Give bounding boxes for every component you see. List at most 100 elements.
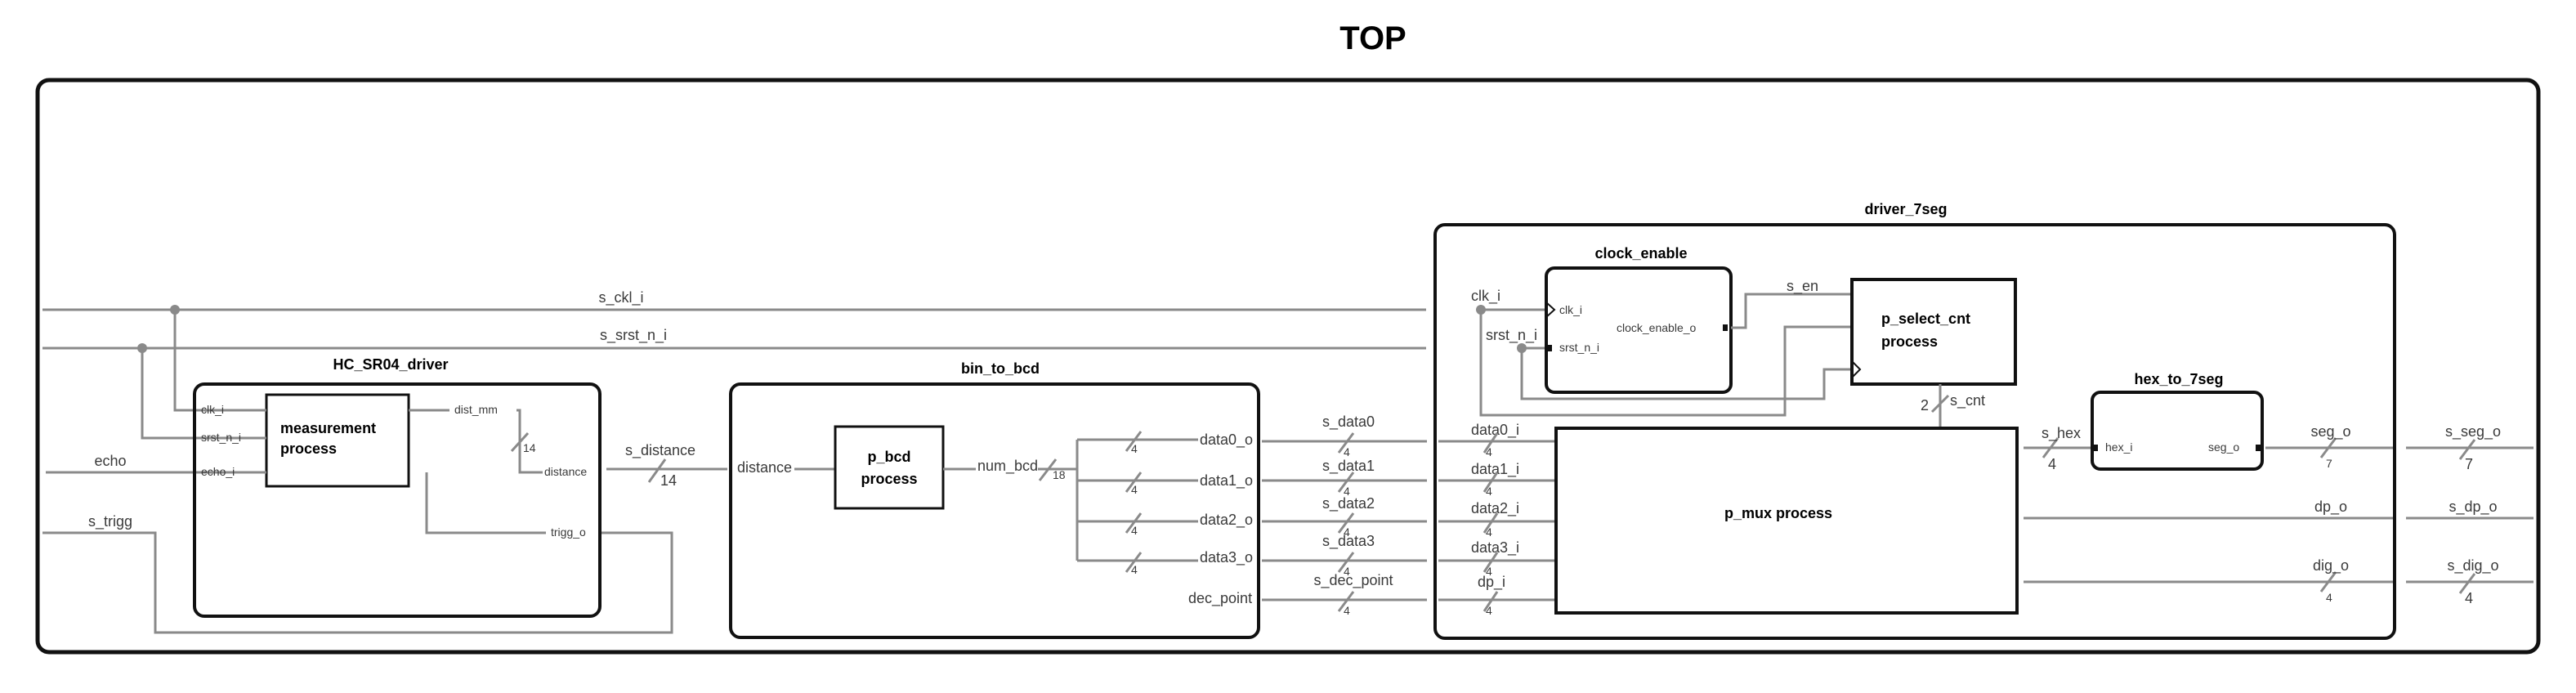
driver-in-width-0: 4: [1486, 445, 1492, 458]
driver-in-width-1: 4: [1486, 485, 1492, 498]
s-data1-width: 4: [1344, 485, 1350, 498]
s-data0-width: 4: [1344, 445, 1350, 458]
s-hex-width: 4: [2048, 456, 2056, 472]
trigg-net: s_trigg: [42, 472, 673, 634]
driver-dig-width: 4: [2326, 591, 2332, 604]
p-bcd-process-box: [834, 425, 945, 510]
hc-sr04-frame: [193, 382, 602, 618]
p-bcd-line2: process: [861, 471, 917, 487]
bcd-port-distance: distance: [737, 459, 792, 476]
hc-port-dist-mm: dist_mm: [454, 403, 498, 416]
ce-port-out: clock_enable_o: [1617, 321, 1697, 334]
bcd-width-0: 4: [1131, 442, 1138, 455]
hc-dist-width: 14: [523, 441, 536, 454]
echo-net: echo: [46, 453, 262, 474]
top-out-seg-width: 7: [2465, 456, 2473, 472]
hc-sr04-block: HC_SR04_driver measurement process clk_i…: [193, 356, 602, 618]
driver-in-data3: data3_i: [1471, 539, 1519, 557]
p-bcd-line1: p_bcd: [867, 449, 910, 465]
driver-in-data2: data2_i: [1471, 500, 1519, 517]
top-outputs: s_seg_o 7 s_dp_o s_dig_o 4: [2406, 423, 2534, 606]
hc-port-echo: echo_i: [201, 465, 235, 478]
p-select-cnt-box: [1850, 278, 2017, 386]
bcd-width-3: 4: [1131, 563, 1138, 576]
ce-port-clk: clk_i: [1559, 303, 1582, 316]
hex-to-7seg-frame: [2091, 391, 2264, 471]
driver-in-dp: dp_i: [1478, 574, 1505, 591]
diagram-title: TOP: [1339, 20, 1407, 56]
driver-in-width-4: 4: [1486, 604, 1492, 617]
top-out-dp: s_dp_o: [2449, 499, 2497, 516]
bcd-width-2: 4: [1131, 524, 1138, 537]
driver-port-srst: srst_n_i: [1486, 327, 1537, 344]
bin-to-bcd-frame: [729, 382, 1260, 639]
bcd-out-dec-point: dec_point: [1188, 590, 1252, 607]
s-data3-label: s_data3: [1322, 533, 1375, 550]
s-data1-label: s_data1: [1322, 458, 1375, 475]
s-data2-label: s_data2: [1322, 495, 1375, 512]
measurement-process-box: [265, 393, 410, 488]
driver-out-dp: dp_o: [2314, 499, 2347, 516]
driver-port-clk: clk_i: [1471, 288, 1500, 305]
distance-net: s_distance 14: [606, 442, 727, 489]
hc-port-distance: distance: [544, 465, 587, 478]
reset-signal-label: s_srst_n_i: [600, 327, 667, 344]
hc-port-clk: clk_i: [201, 403, 224, 416]
hex-port-in: hex_i: [2105, 440, 2132, 454]
hex-port-out: seg_o: [2208, 440, 2239, 454]
top-out-dig-width: 4: [2465, 590, 2473, 606]
num-bcd-width: 18: [1053, 468, 1066, 481]
s-cnt-label: s_cnt: [1950, 392, 1985, 409]
top-out-seg: s_seg_o: [2445, 423, 2501, 440]
top-frame: [35, 78, 2541, 655]
bcd-out-data0: data0_o: [1200, 431, 1253, 449]
s-hex-label: s_hex: [2042, 425, 2081, 442]
hex-to-7seg-title: hex_to_7seg: [2134, 371, 2223, 387]
bcd-out-data3: data3_o: [1200, 549, 1253, 566]
hc-port-trigg: trigg_o: [551, 525, 586, 539]
driver-out-dig: dig_o: [2313, 557, 2349, 575]
bin-to-bcd-block: bin_to_bcd distance p_bcd process num_bc…: [729, 360, 1260, 639]
driver-seg-width: 7: [2326, 457, 2332, 470]
trigg-signal-label: s_trigg: [88, 513, 132, 530]
driver-in-data1: data1_i: [1471, 461, 1519, 478]
driver-in-width-2: 4: [1486, 525, 1492, 539]
p-select-line2: process: [1881, 333, 1938, 350]
measurement-process-line1: measurement: [280, 420, 376, 436]
driver-7seg-block: driver_7seg clk_i srst_n_i data0_i data1…: [1433, 201, 2396, 640]
echo-label: echo: [94, 453, 126, 469]
bin-to-bcd-title: bin_to_bcd: [961, 360, 1040, 377]
bcd-out-data2: data2_o: [1200, 512, 1253, 529]
clock-enable-title: clock_enable: [1594, 245, 1687, 262]
driver-in-width-3: 4: [1486, 565, 1492, 578]
s-dec-point-width: 4: [1344, 604, 1350, 617]
driver-7seg-frame: [1433, 223, 2396, 640]
s-data0-label: s_data0: [1322, 414, 1375, 431]
p-mux-label: p_mux process: [1724, 505, 1832, 521]
num-bcd-label: num_bcd: [977, 458, 1038, 475]
ce-port-srst: srst_n_i: [1559, 341, 1599, 354]
s-en-label: s_en: [1787, 278, 1818, 295]
distance-width-label: 14: [660, 472, 677, 489]
p-select-line1: p_select_cnt: [1881, 311, 1970, 327]
driver-in-data0: data0_i: [1471, 422, 1519, 439]
p-mux-process-box: [1554, 427, 2019, 615]
measurement-process-line2: process: [280, 440, 337, 457]
bcd-width-1: 4: [1131, 483, 1138, 496]
hc-port-srst: srst_n_i: [201, 431, 241, 444]
top-out-dig: s_dig_o: [2447, 557, 2498, 575]
clock-enable-frame: [1545, 266, 1733, 394]
data-buses: s_data0 4 s_data1 4 s_data2 4 s_data3 4 …: [1262, 414, 1427, 617]
driver-out-seg: seg_o: [2310, 423, 2350, 440]
reset-net: s_srst_n_i: [42, 327, 1426, 440]
s-dec-point-label: s_dec_point: [1313, 572, 1393, 589]
distance-signal-label: s_distance: [625, 442, 695, 459]
driver-7seg-title: driver_7seg: [1864, 201, 1947, 217]
bcd-out-data1: data1_o: [1200, 472, 1253, 490]
clk-net: s_ckl_i: [42, 289, 1426, 412]
hc-sr04-title: HC_SR04_driver: [333, 356, 448, 373]
s-data3-width: 4: [1344, 565, 1350, 578]
s-cnt-width: 2: [1921, 397, 1929, 414]
s-data2-width: 4: [1344, 525, 1350, 539]
